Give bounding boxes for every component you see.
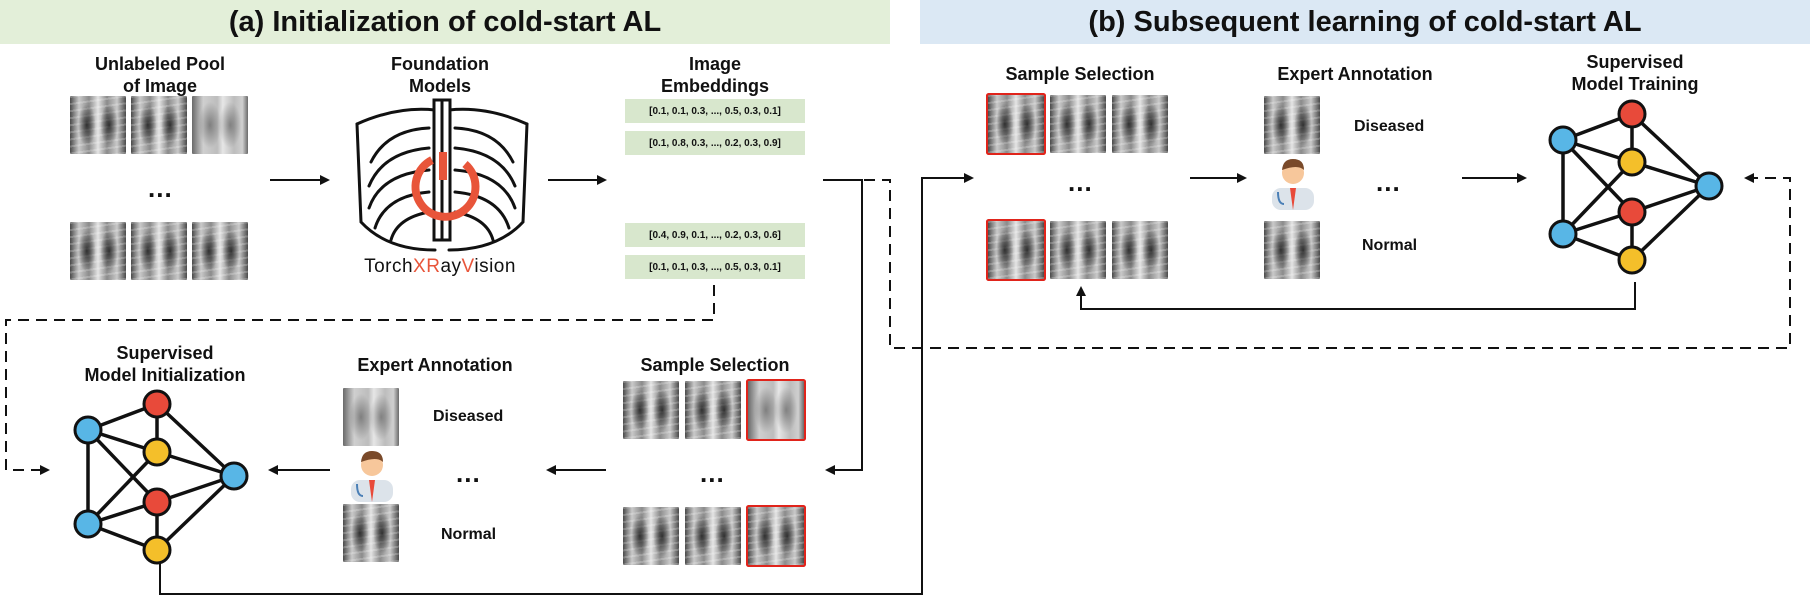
dashed-b-loop bbox=[864, 173, 1791, 349]
supervised-model-training-label: Supervised Model Training bbox=[1571, 52, 1699, 94]
arrow-init-to-subsequent bbox=[159, 173, 974, 595]
chest-xray-image bbox=[1264, 221, 1320, 279]
panel-b-header: (b) Subsequent learning of cold-start AL bbox=[920, 0, 1810, 44]
doctor-icon bbox=[1272, 159, 1314, 210]
expert-annotation-label: Expert Annotation bbox=[1277, 64, 1433, 84]
ellipsis: ... bbox=[1068, 167, 1093, 197]
neural-network-graph-icon bbox=[73, 389, 249, 565]
unlabeled-pool-label: Unlabeled Pool of Image bbox=[94, 54, 226, 96]
normal-label: Normal bbox=[441, 526, 497, 543]
ellipsis: ... bbox=[148, 173, 173, 203]
selected-chest-xray-image bbox=[986, 93, 1046, 155]
chest-xray-image bbox=[131, 96, 187, 154]
sample-selection-label: Sample Selection bbox=[1005, 64, 1155, 84]
diseased-label: Diseased bbox=[433, 408, 504, 425]
embedding-vector: [0.1, 0.1, 0.3, ..., 0.5, 0.3, 0.1] bbox=[625, 99, 805, 123]
arrow-b-training-to-selection bbox=[1076, 282, 1636, 310]
ellipsis: ... bbox=[1376, 167, 1401, 197]
foundation-models-label: Foundation Models bbox=[391, 54, 489, 96]
chest-xray-image bbox=[1112, 221, 1168, 279]
expert-annotation-label: Expert Annotation bbox=[357, 355, 513, 375]
chest-xray-image bbox=[685, 381, 741, 439]
arrow-embeddings-to-selection bbox=[823, 179, 863, 475]
chest-xray-image bbox=[343, 388, 399, 446]
embedding-vector: [0.1, 0.1, 0.3, ..., 0.5, 0.3, 0.1] bbox=[625, 255, 805, 279]
ellipsis: ... bbox=[700, 458, 725, 488]
chest-xray-image bbox=[685, 507, 741, 565]
selected-chest-xray-image bbox=[746, 505, 806, 567]
neural-network-graph-icon bbox=[1548, 99, 1724, 275]
embedding-vector: [0.4, 0.9, 0.1, ..., 0.2, 0.3, 0.6] bbox=[625, 223, 805, 247]
chest-xray-image bbox=[1264, 96, 1320, 154]
chest-xray-image bbox=[1050, 221, 1106, 279]
chest-xray-image bbox=[623, 507, 679, 565]
chest-xray-image bbox=[1050, 95, 1106, 153]
sample-selection-label: Sample Selection bbox=[640, 355, 790, 375]
doctor-icon bbox=[351, 451, 393, 502]
chest-xray-image bbox=[192, 96, 248, 154]
chest-xray-image bbox=[192, 222, 248, 280]
ellipsis: ... bbox=[456, 458, 481, 488]
normal-label: Normal bbox=[1362, 237, 1418, 254]
chest-xray-image bbox=[131, 222, 187, 280]
chest-xray-image bbox=[343, 504, 399, 562]
diseased-label: Diseased bbox=[1354, 118, 1425, 135]
selected-chest-xray-image bbox=[986, 219, 1046, 281]
torchxrayvision-logo: TorchXRayVision bbox=[364, 256, 516, 277]
rib-cage-icon bbox=[355, 98, 529, 252]
supervised-model-initialization-label: Supervised Model Initialization bbox=[84, 343, 246, 385]
image-embeddings-label: Image Embeddings bbox=[660, 54, 769, 96]
dashed-embeddings-to-init bbox=[5, 285, 715, 475]
chest-xray-image bbox=[1112, 95, 1168, 153]
chest-xray-image bbox=[70, 96, 126, 154]
embedding-vector: [0.1, 0.8, 0.3, ..., 0.2, 0.3, 0.9] bbox=[625, 131, 805, 155]
selected-chest-xray-image bbox=[746, 379, 806, 441]
chest-xray-image bbox=[623, 381, 679, 439]
panel-a-header: (a) Initialization of cold-start AL bbox=[0, 0, 890, 44]
chest-xray-image bbox=[70, 222, 126, 280]
